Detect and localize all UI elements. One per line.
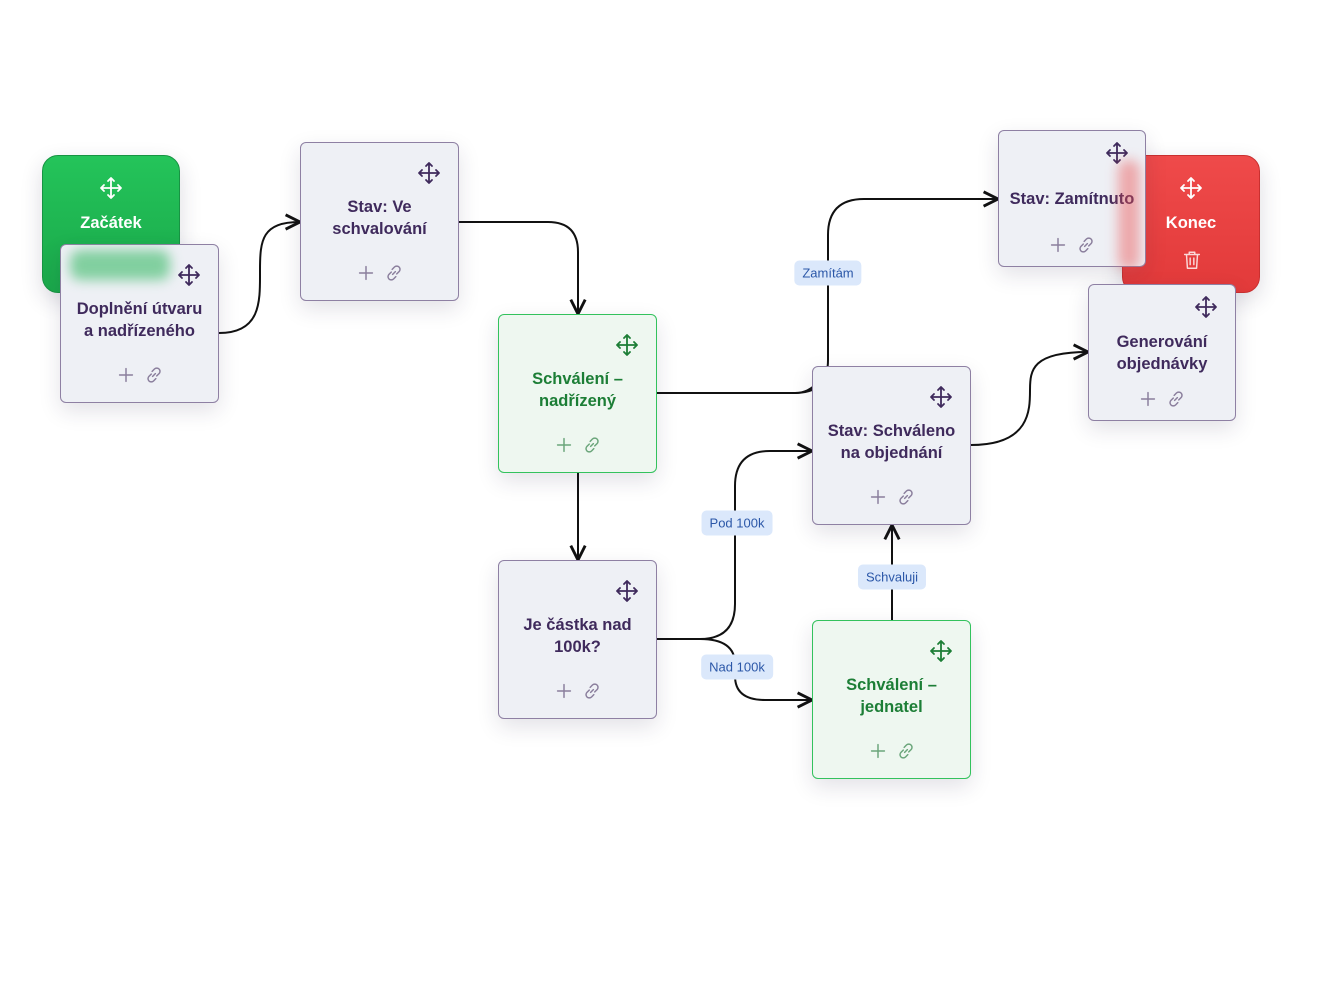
edge-doplneni-to-stav[interactable] [218, 222, 300, 334]
plus-icon[interactable] [867, 740, 889, 762]
node-actions [1089, 388, 1235, 410]
plus-icon[interactable] [553, 434, 575, 456]
node-label: Schválení – nadřízený [532, 369, 623, 410]
node-stav-ve-schvalovani[interactable]: Stav: Ve schvalování [300, 142, 459, 301]
overlap-blur [1118, 160, 1140, 270]
node-actions [813, 486, 970, 508]
node-actions [499, 680, 656, 702]
edge-label-zamitam[interactable]: Zamítám [794, 260, 862, 286]
node-stav-schvaleno[interactable]: Stav: Schváleno na objednání [812, 366, 971, 525]
node-label: Schválení – jednatel [846, 675, 937, 716]
node-label: Doplnění útvaru a nadřízeného [76, 299, 203, 340]
node-actions [301, 262, 458, 284]
edge-schvaleno-to-generovani[interactable] [970, 352, 1088, 446]
move-icon[interactable] [99, 176, 123, 200]
overlap-blur [70, 250, 170, 280]
edge-castka-pod-100k[interactable] [657, 451, 812, 640]
link-icon[interactable] [383, 262, 405, 284]
link-icon[interactable] [143, 364, 165, 386]
edge-nadrizeny-to-zamitnuto[interactable] [657, 199, 998, 394]
edge-stav-to-schvaleni-nadrizeny[interactable] [459, 221, 578, 314]
node-label: Generování objednávky [1116, 332, 1208, 373]
node-stav-zamitnuto[interactable]: Stav: Zamítnuto [998, 130, 1146, 267]
node-label: Stav: Schváleno na objednání [827, 421, 956, 462]
node-actions [999, 234, 1145, 256]
plus-icon[interactable] [553, 680, 575, 702]
move-icon[interactable] [177, 263, 201, 287]
node-actions [61, 364, 218, 386]
move-icon[interactable] [1194, 295, 1218, 319]
edge-label-pod-100k[interactable]: Pod 100k [701, 510, 773, 536]
node-schvaleni-nadrizeny[interactable]: Schválení – nadřízený [498, 314, 657, 473]
node-label: Je částka nad 100k? [523, 615, 632, 656]
node-schvaleni-jednatel[interactable]: Schválení – jednatel [812, 620, 971, 779]
end-node-label: Konec [1165, 214, 1217, 232]
move-icon[interactable] [1105, 141, 1129, 165]
plus-icon[interactable] [1047, 234, 1069, 256]
node-label: Stav: Ve schvalování [332, 197, 427, 238]
node-je-castka-nad-100k[interactable]: Je částka nad 100k? [498, 560, 657, 719]
node-actions [499, 434, 656, 456]
node-label: Stav: Zamítnuto [1009, 189, 1135, 208]
plus-icon[interactable] [355, 262, 377, 284]
plus-icon[interactable] [867, 486, 889, 508]
start-node-label: Začátek [80, 214, 142, 232]
plus-icon[interactable] [115, 364, 137, 386]
move-icon[interactable] [929, 385, 953, 409]
link-icon[interactable] [1165, 388, 1187, 410]
move-icon[interactable] [615, 333, 639, 357]
plus-icon[interactable] [1137, 388, 1159, 410]
link-icon[interactable] [895, 486, 917, 508]
move-icon[interactable] [929, 639, 953, 663]
node-generovani-objednavky[interactable]: Generování objednávky [1088, 284, 1236, 421]
move-icon[interactable] [1179, 176, 1203, 200]
node-actions [813, 740, 970, 762]
link-icon[interactable] [895, 740, 917, 762]
trash-icon[interactable] [1181, 249, 1203, 271]
edge-label-schvaluji[interactable]: Schvaluji [857, 564, 927, 590]
move-icon[interactable] [417, 161, 441, 185]
link-icon[interactable] [581, 434, 603, 456]
link-icon[interactable] [581, 680, 603, 702]
move-icon[interactable] [615, 579, 639, 603]
link-icon[interactable] [1075, 234, 1097, 256]
edge-label-nad-100k[interactable]: Nad 100k [701, 654, 773, 680]
